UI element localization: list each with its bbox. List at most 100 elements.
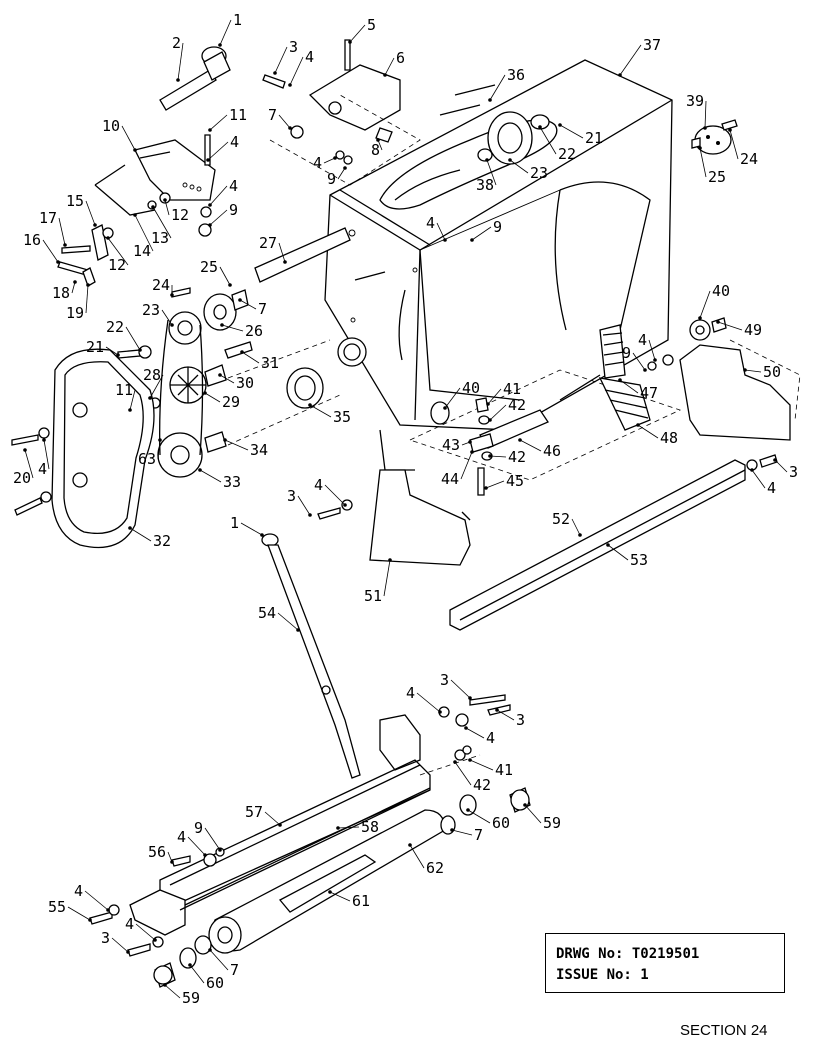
callout-leader xyxy=(239,299,257,310)
callout-leader-dot xyxy=(653,358,657,362)
part-callout-number: 40 xyxy=(712,282,730,300)
callout-leader-dot xyxy=(163,198,167,202)
part-callout-number: 8 xyxy=(371,141,380,159)
callout-leader-dot xyxy=(703,126,707,130)
part-callout-number: 4 xyxy=(74,882,83,900)
callout-leader-dot xyxy=(743,368,747,372)
part-callout-number: 17 xyxy=(39,209,57,227)
handle-stub xyxy=(159,46,231,111)
callout-leader xyxy=(209,114,228,131)
callout-leader-dot xyxy=(383,73,387,77)
part-callout-number: 22 xyxy=(106,318,124,336)
callout-leader-dot xyxy=(42,438,46,442)
part-callout-number: 50 xyxy=(763,363,781,381)
callout-leader xyxy=(486,159,497,186)
callout-leader xyxy=(509,159,529,174)
drawing-label: DRWG No: xyxy=(556,946,624,962)
part-callout-number: 52 xyxy=(552,510,570,528)
callout-leader xyxy=(209,949,229,971)
callout-leader-dot xyxy=(106,908,110,912)
callout-leader xyxy=(637,424,659,439)
callout-leader-dot xyxy=(220,323,224,327)
callout-leader xyxy=(42,239,59,263)
roller-end-parts xyxy=(89,694,531,988)
callout-leader-dot xyxy=(488,454,492,458)
callout-leader xyxy=(416,692,441,713)
callout-leader xyxy=(465,727,485,739)
part-callout-number: 5 xyxy=(367,16,376,34)
callout-leader xyxy=(309,404,332,418)
callout-leader xyxy=(524,804,542,824)
callout-leader xyxy=(471,226,492,241)
issue-number: 1 xyxy=(640,967,649,983)
callout-leader-dot xyxy=(218,848,222,852)
part-callout-number: 2 xyxy=(172,34,181,52)
part-callout-number: 4 xyxy=(486,729,495,747)
part-callout-number: 53 xyxy=(630,551,648,569)
callout-leader xyxy=(632,352,646,371)
callout-leader xyxy=(699,147,707,178)
callout-leader-dot xyxy=(773,458,777,462)
callout-leader xyxy=(219,374,235,384)
callout-leader xyxy=(278,242,286,263)
part-callout-number: 4 xyxy=(177,828,186,846)
callout-leader-dot xyxy=(163,983,167,987)
callout-leader-dot xyxy=(698,316,702,320)
callout-leader-dot xyxy=(148,396,152,400)
part-callout-number: 4 xyxy=(125,915,134,933)
callout-leader xyxy=(240,522,263,536)
callout-leader-dot xyxy=(208,128,212,132)
part-callout-number: 48 xyxy=(660,429,678,447)
callout-leader xyxy=(469,759,494,771)
callout-leader-dot xyxy=(223,438,227,442)
callout-leader-dot xyxy=(86,283,90,287)
callout-leader-dot xyxy=(750,468,754,472)
part-callout-number: 4 xyxy=(638,331,647,349)
part-callout-number: 13 xyxy=(151,229,169,247)
part-callout-number: 36 xyxy=(507,66,525,84)
part-callout-number: 55 xyxy=(48,898,66,916)
callout-leader-dot xyxy=(203,853,207,857)
callout-leader-dot xyxy=(716,320,720,324)
part-callout-number: 62 xyxy=(426,859,444,877)
part-callout-number: 54 xyxy=(258,604,276,622)
callout-leader xyxy=(121,125,136,151)
callout-leader xyxy=(467,809,491,824)
callout-leader-dot xyxy=(518,438,522,442)
callout-leader-dot xyxy=(273,71,277,75)
belt-cover xyxy=(11,348,155,549)
part-callout-number: 60 xyxy=(492,814,510,832)
callout-leader-dot xyxy=(484,486,488,490)
part-callout-number: 24 xyxy=(152,276,170,294)
control-rod xyxy=(261,533,361,779)
part-callout-number: 9 xyxy=(194,819,203,837)
part-callout-number: 58 xyxy=(361,818,379,836)
callout-leader xyxy=(219,19,232,46)
callout-leader xyxy=(539,126,557,155)
part-callout-number: 22 xyxy=(558,145,576,163)
part-callout-number: 29 xyxy=(222,393,240,411)
part-callout-number: 4 xyxy=(426,214,435,232)
callout-leader xyxy=(187,836,206,856)
callout-leader-dot xyxy=(408,843,412,847)
part-callout-number: 46 xyxy=(543,442,561,460)
part-callout-number: 41 xyxy=(503,380,521,398)
part-callout-number: 3 xyxy=(101,929,110,947)
callout-leader xyxy=(729,129,739,160)
callout-leader-dot xyxy=(73,280,77,284)
callout-leader-dot xyxy=(288,83,292,87)
callout-leader xyxy=(111,937,129,953)
part-callout-number: 49 xyxy=(744,321,762,339)
callout-leader-dot xyxy=(208,223,212,227)
callout-leader xyxy=(409,844,425,869)
callout-leader-dot xyxy=(308,403,312,407)
callout-leader-dot xyxy=(153,938,157,942)
part-callout-number: 38 xyxy=(476,176,494,194)
issue-number-row: ISSUE No: 1 xyxy=(556,965,784,986)
cover-plate xyxy=(691,119,738,155)
callout-leader-dot xyxy=(116,353,120,357)
callout-leader-dot xyxy=(133,213,137,217)
mount-bracket xyxy=(262,39,421,186)
